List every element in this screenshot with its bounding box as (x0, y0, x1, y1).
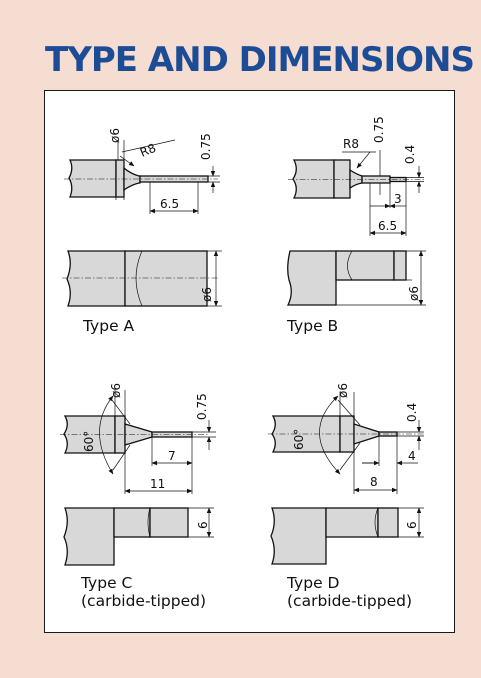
type-b-neck-length: 6.5 (378, 219, 397, 233)
type-b-neck-thickness: 0.75 (372, 116, 386, 143)
type-b-label: Type B (286, 317, 338, 335)
type-c-dia-top: ø6 (109, 383, 123, 398)
type-d-tip-thickness: 0.4 (405, 403, 419, 422)
type-c-tip-length: 7 (168, 449, 176, 463)
type-b-dia-side: ø6 (407, 286, 421, 301)
type-c-label: Type C (80, 574, 132, 592)
type-a-radius: R8 (138, 141, 158, 160)
type-a-tip-thickness: 0.75 (199, 133, 213, 160)
type-c-top-view: ø6 60° 0.75 7 11 (60, 383, 216, 494)
type-a-top-view: ø6 R8 0.75 6.5 (64, 128, 220, 214)
type-d-label: Type D (286, 574, 340, 592)
type-c-side-view: 6 (63, 507, 214, 566)
type-b-top-view: R8 0.75 0.4 3 6.5 (288, 116, 424, 236)
type-c-angle: 60° (82, 431, 96, 452)
type-d-tip-length: 4 (408, 449, 416, 463)
type-c-sublabel: (carbide-tipped) (81, 592, 206, 610)
type-d-sublabel: (carbide-tipped) (287, 592, 412, 610)
page-title: TYPE AND DIMENSIONS (45, 40, 475, 80)
type-b-radius: R8 (343, 137, 359, 151)
type-d-angle: 60° (292, 429, 306, 450)
type-a-label: Type A (82, 317, 135, 335)
type-a-dia-side: ø6 (200, 287, 214, 302)
type-d-side-view: 6 (270, 507, 424, 565)
type-d-dia-top: ø6 (336, 383, 350, 398)
type-c-tip-thickness: 0.75 (195, 393, 209, 420)
type-b-side-view: ø6 (286, 250, 426, 306)
type-a-side-view: ø6 (62, 250, 222, 307)
type-c-total-length: 11 (150, 477, 165, 491)
type-d-height-side: 6 (405, 521, 419, 529)
type-b-tip-length: 3 (394, 192, 402, 206)
type-b-tip-thickness: 0.4 (403, 145, 417, 164)
type-c-height-side: 6 (196, 521, 210, 529)
type-a-tip-length: 6.5 (160, 197, 179, 211)
type-a-dia-top: ø6 (108, 128, 122, 143)
type-d-total-length: 8 (370, 475, 378, 489)
type-d-top-view: ø6 60° 0.4 4 8 (268, 383, 424, 494)
